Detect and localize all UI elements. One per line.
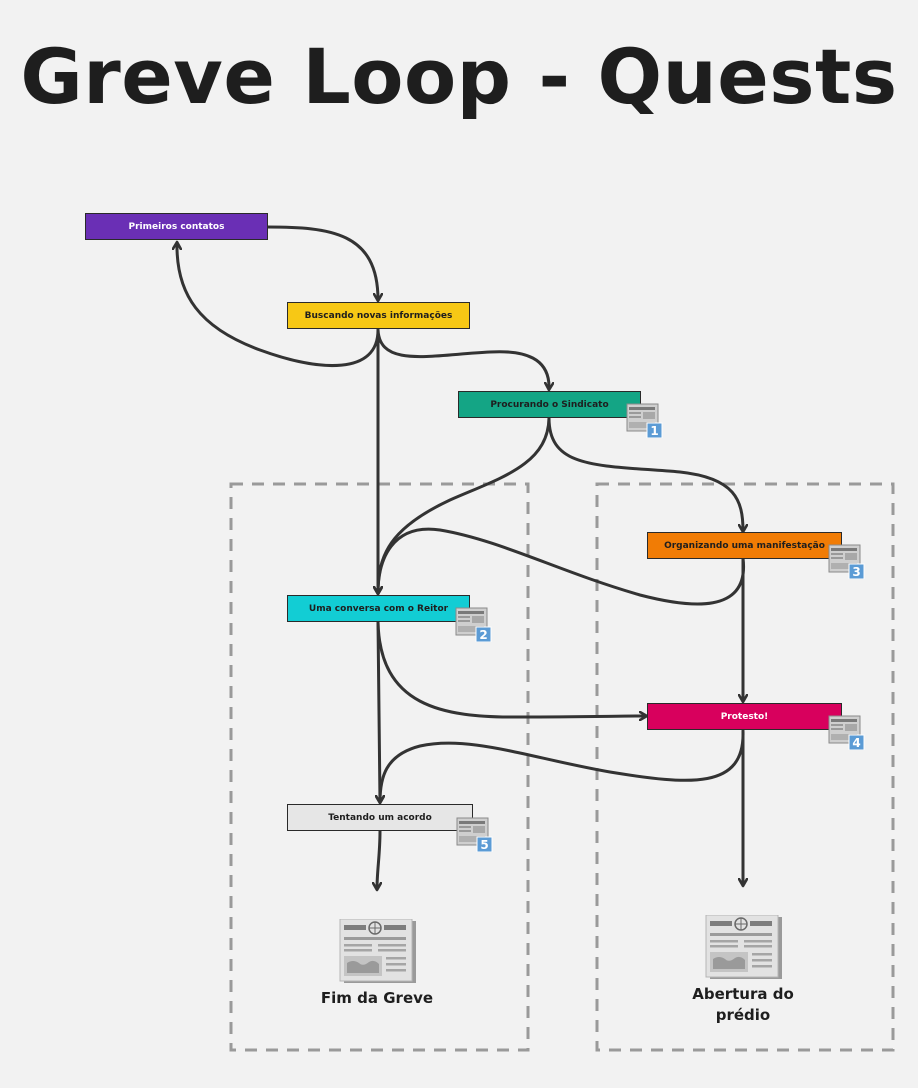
newspaper-icon: 2 <box>455 607 492 642</box>
newspaper-icon: 4 <box>828 715 865 750</box>
arrow-buscando-to-primeiros <box>177 243 380 367</box>
badge-number: 5 <box>480 838 488 852</box>
node-tentando-acordo[interactable]: Tentando um acordo <box>287 804 473 831</box>
node-primeiros-contatos[interactable]: Primeiros contatos <box>85 213 268 240</box>
arrow-procurando-to-conversa <box>378 416 551 593</box>
node-procurando-sindicato[interactable]: Procurando o Sindicato <box>458 391 641 418</box>
node-buscando-informacoes[interactable]: Buscando novas informações <box>287 302 470 329</box>
arrow-primeiros-to-buscando <box>265 225 378 300</box>
arrow-conversa-to-protesto <box>376 620 646 717</box>
node-protesto[interactable]: Protesto! <box>647 703 842 730</box>
newspaper-icon <box>705 915 782 979</box>
badge-number: 2 <box>479 628 487 642</box>
arrow-protesto-to-acordo <box>380 729 745 802</box>
newspaper-icon: 1 <box>626 403 663 438</box>
arrow-acordo-to-fim <box>377 829 380 889</box>
node-conversa-reitor[interactable]: Uma conversa com o Reitor <box>287 595 470 622</box>
diagram-title: Greve Loop - Quests <box>20 32 898 121</box>
arrow-procurando-to-organizando <box>547 416 743 531</box>
badge-number: 1 <box>650 424 658 438</box>
badge-number: 4 <box>852 736 860 750</box>
group-frame-abertura <box>595 482 895 1052</box>
newspaper-icon <box>339 919 416 983</box>
newspaper-icon: 5 <box>456 817 493 852</box>
arrow-conversa-to-acordo <box>378 620 380 802</box>
ending-abertura-do-predio: Abertura do prédio <box>692 985 794 1024</box>
ending-fim-da-greve: Fim da Greve <box>320 989 434 1007</box>
newspaper-icon: 3 <box>828 544 865 579</box>
node-organizando-manifestacao[interactable]: Organizando uma manifestação <box>647 532 842 559</box>
arrow-organizando-to-conversa <box>378 527 746 606</box>
arrow-buscando-to-procurando <box>376 328 549 389</box>
badge-number: 3 <box>852 565 860 579</box>
